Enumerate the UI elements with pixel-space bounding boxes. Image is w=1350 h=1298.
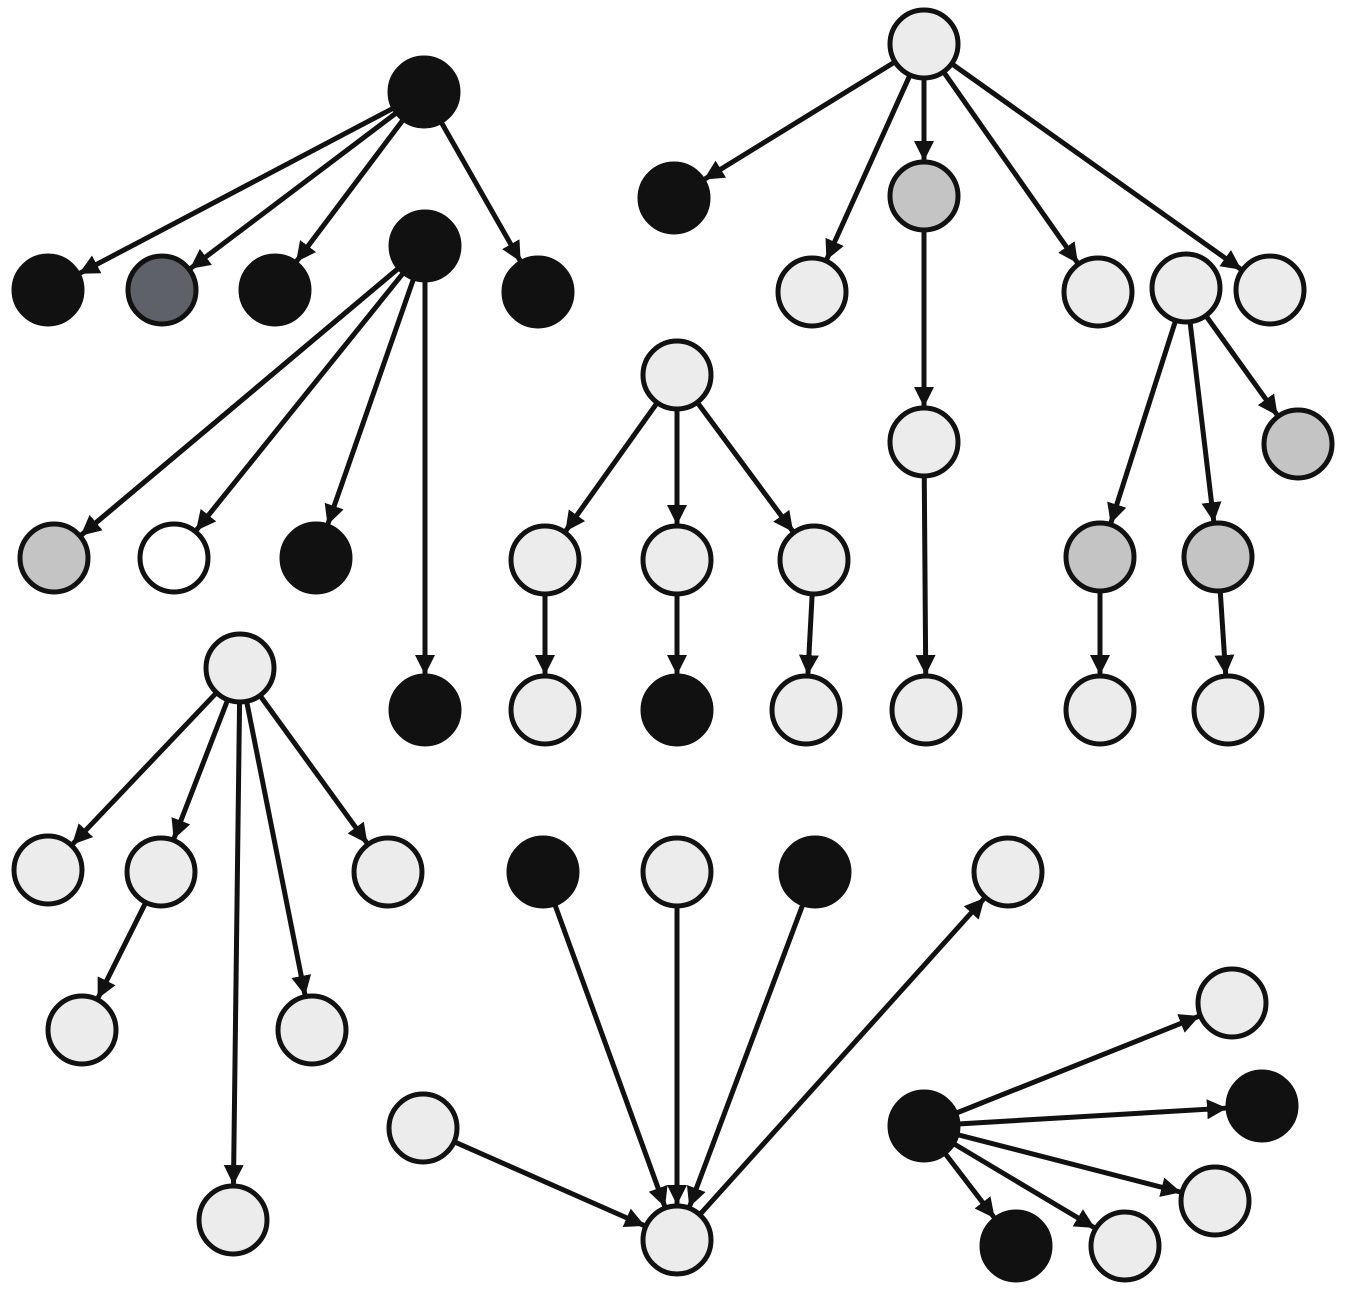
- tree-node-light: [640, 338, 714, 412]
- edge-arrow: [947, 60, 1243, 272]
- tree-node-light: [1149, 251, 1223, 325]
- edge-arrow: [693, 398, 795, 533]
- tree-node-light: [351, 835, 425, 909]
- tree-node-light: [45, 993, 119, 1067]
- edge-arrow: [1107, 315, 1179, 525]
- edge-arrow: [256, 691, 369, 845]
- tree-node-black: [506, 835, 580, 909]
- tree-node-light: [640, 523, 714, 597]
- edge-arrow: [824, 70, 914, 261]
- edge-arrow: [948, 1139, 1096, 1230]
- tree-node-light: [1195, 966, 1269, 1040]
- edge-arrow: [940, 1148, 996, 1220]
- nodes-layer: [11, 7, 1335, 1283]
- tree-node-light: [769, 673, 843, 747]
- tree-node-light: [508, 673, 582, 747]
- tree-node-light: [1088, 1209, 1162, 1283]
- edge-arrow: [449, 1138, 646, 1228]
- tree-node-black: [640, 673, 714, 747]
- tree-node-black: [238, 253, 312, 327]
- edge-arrow: [798, 589, 819, 676]
- tree-node-light: [777, 523, 851, 597]
- tree-node-black: [778, 835, 852, 909]
- tree-node-black: [1225, 1069, 1299, 1143]
- edge-arrow: [294, 115, 408, 263]
- tree-node-light: [1178, 1164, 1252, 1238]
- tree-node-white: [137, 521, 211, 595]
- tree-node-light: [1061, 255, 1135, 329]
- tree-node-gray: [1181, 520, 1255, 594]
- tree-node-light: [887, 7, 961, 81]
- edge-arrow: [686, 899, 807, 1208]
- tree-node-light: [124, 835, 198, 909]
- tree-node-light: [971, 835, 1045, 909]
- tree-node-black: [11, 253, 85, 327]
- edge-arrow: [951, 1014, 1201, 1117]
- edge-arrow: [79, 264, 404, 537]
- tree-node-light: [11, 833, 85, 907]
- tree-node-gray: [17, 521, 91, 595]
- edge-arrow: [194, 268, 408, 532]
- edge-arrow: [695, 897, 986, 1219]
- edge-arrow: [703, 58, 900, 182]
- tree-node-light: [386, 1091, 460, 1165]
- tree-node-black: [637, 161, 711, 235]
- tree-node-gray: [1261, 407, 1335, 481]
- edge-arrow: [952, 1131, 1182, 1197]
- edges-layer: [70, 58, 1279, 1230]
- edge-arrow: [70, 688, 221, 846]
- edge-arrow: [171, 695, 231, 840]
- edge-arrow: [243, 696, 312, 997]
- edge-arrow: [78, 104, 399, 276]
- edge-arrow: [1187, 317, 1222, 523]
- tree-node-gray: [887, 159, 961, 233]
- edge-arrow: [1214, 586, 1235, 676]
- tree-node-black: [979, 1209, 1053, 1283]
- tree-node-light: [1233, 253, 1307, 327]
- tree-node-black: [501, 255, 575, 329]
- tree-node-black: [387, 55, 461, 129]
- edge-arrow: [939, 67, 1080, 265]
- edge-arrow: [563, 398, 661, 533]
- edge-arrow: [1202, 311, 1279, 417]
- tree-node-light: [775, 255, 849, 329]
- tree-node-light: [196, 1183, 270, 1257]
- edge-arrow: [953, 1099, 1228, 1127]
- tree-node-dark-gray: [125, 253, 199, 327]
- tree-node-light: [203, 631, 277, 705]
- edge-arrow: [324, 273, 417, 526]
- tree-node-black: [279, 521, 353, 595]
- edge-arrow: [223, 697, 244, 1186]
- tree-node-light: [887, 405, 961, 479]
- edge-arrow: [915, 471, 936, 676]
- tree-node-black: [887, 1089, 961, 1163]
- tree-node-black: [388, 673, 462, 747]
- tree-node-gray: [1063, 520, 1137, 594]
- edge-arrow: [437, 117, 523, 263]
- edge-arrow: [551, 899, 668, 1208]
- tree-node-light: [275, 993, 349, 1067]
- edge-arrow: [96, 898, 150, 1000]
- edge-arrow: [189, 108, 401, 271]
- tree-node-light: [1063, 673, 1137, 747]
- tree-node-light: [640, 835, 714, 909]
- tree-node-light: [1191, 673, 1265, 747]
- tree-node-light: [889, 673, 963, 747]
- tree-node-light: [640, 1203, 714, 1277]
- tree-node-light: [508, 523, 582, 597]
- tree-node-black: [388, 209, 462, 283]
